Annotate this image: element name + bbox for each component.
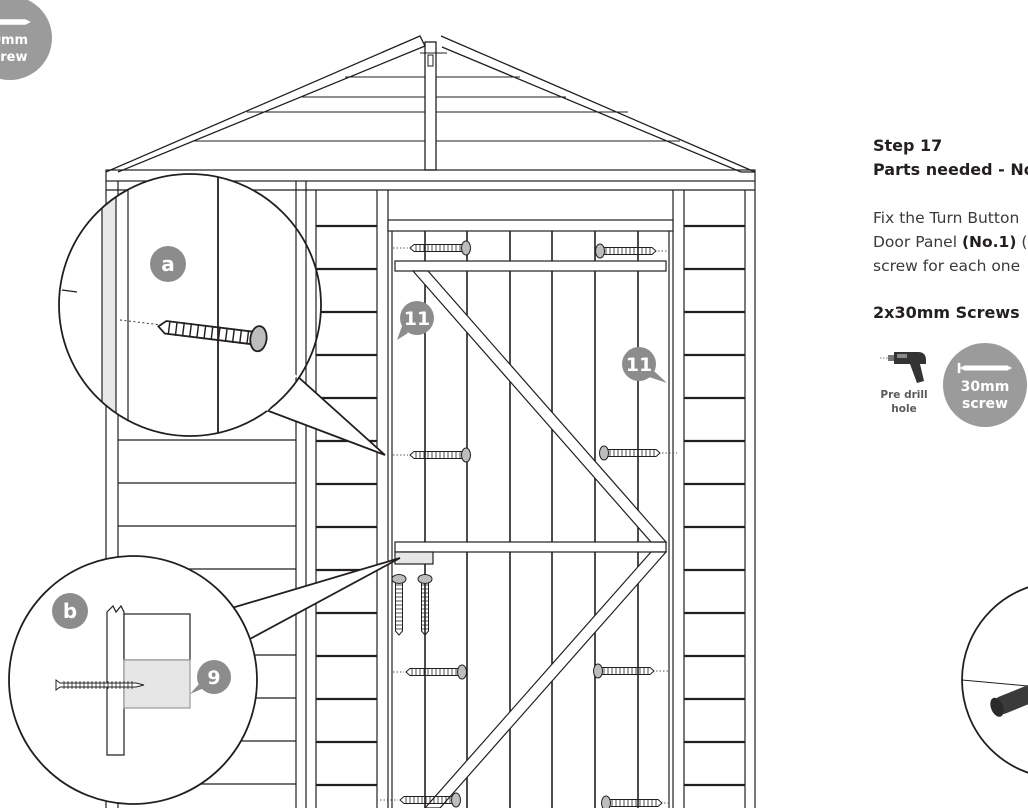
part-marker-right-label: 11 (626, 354, 652, 376)
callout-b-marker (52, 593, 88, 629)
predrill-label: Pre drill hole (872, 388, 936, 416)
callout-a: a (58, 173, 386, 456)
part-marker-11-right: 11 (622, 347, 667, 383)
part-marker-9 (197, 660, 231, 694)
part-marker-11-left: 11 (397, 301, 434, 340)
step-title: Step 17 (873, 136, 943, 155)
instruction-line-2-tail: ( (1016, 233, 1028, 251)
instruction-line-3: screw for each one (873, 257, 1021, 275)
door-panel (387, 219, 674, 808)
screw-icon (0, 19, 31, 25)
corner-screw-badge: 0mm crew (0, 0, 52, 80)
corner-badge-line1: 0mm (0, 33, 28, 48)
callout-c-partial (961, 586, 1028, 774)
shed-roof (105, 35, 756, 173)
predrill-label-line2: hole (891, 403, 917, 415)
screw-badge-line2: screw (962, 396, 1008, 412)
part-marker-left-label: 11 (404, 308, 430, 330)
screw-icon (957, 362, 1013, 374)
part-marker-9-label: 9 (207, 667, 220, 689)
predrill-label-line1: Pre drill (880, 389, 928, 401)
instruction-line-1: Fix the Turn Button (873, 209, 1020, 227)
door-screws (380, 240, 677, 808)
instruction-line-2: Door Panel (No.1) ( (873, 230, 1027, 254)
screw-badge-line1: 30mm (961, 379, 1010, 395)
callout-a-marker (150, 246, 186, 282)
callout-b-label: b (63, 599, 77, 623)
instruction-line-2-text: Door Panel (873, 233, 962, 251)
callout-a-label: a (161, 252, 175, 276)
callout-b: b 9 (8, 555, 401, 805)
screws-heading: 2x30mm Screws (873, 303, 1020, 322)
instruction-part-ref: (No.1) (961, 233, 1017, 251)
drill-icon (880, 352, 926, 383)
parts-needed: Parts needed - No (873, 160, 1028, 179)
corner-badge-line2: crew (0, 50, 27, 65)
screw-size-badge: 30mm screw (943, 343, 1027, 427)
